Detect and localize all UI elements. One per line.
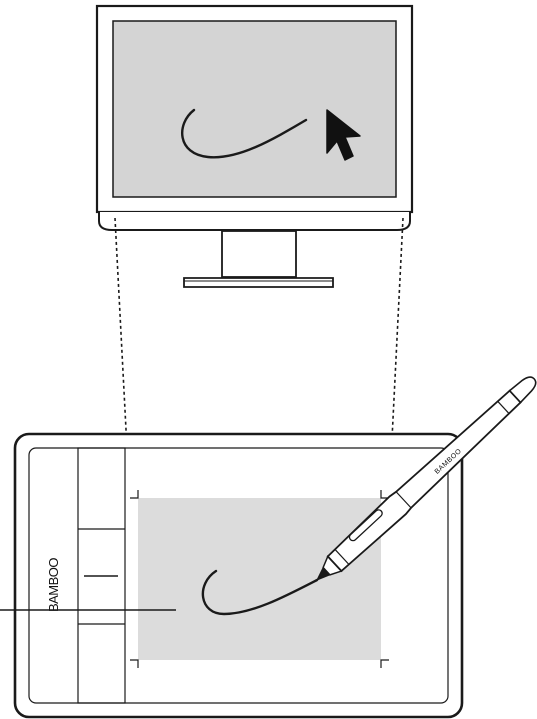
monitor-neck [221,230,297,278]
active-area-corner-marks [130,490,389,668]
pen-end-ring [497,400,510,415]
monitor-bottom-lip [98,212,411,231]
tablet-stroke-curve [201,569,319,616]
express-key-strip [77,447,126,704]
pen-body: BAMBOO [315,376,537,581]
pen-eraser-cap [508,376,537,404]
tablet: BAMBOO [0,432,464,719]
monitor-base [183,277,334,288]
tablet-active-area [138,498,381,660]
pen: BAMBOO [315,376,537,581]
screen-stroke-curve [181,108,308,159]
tablet-inner-border [28,447,449,704]
cursor-arrow-icon [326,109,361,161]
monitor [95,4,414,288]
pen-grip-ring [334,549,350,565]
pen-side-button [348,509,383,542]
monitor-screen [112,20,397,198]
tablet-brand-label: BAMBOO [46,558,61,612]
pen-mid-ring [395,491,412,509]
